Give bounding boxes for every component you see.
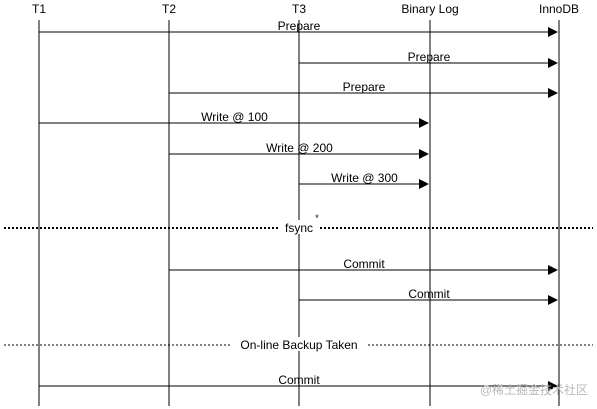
fsync-label: fsync (285, 221, 313, 235)
backup-label: On-line Backup Taken (240, 338, 357, 352)
separator-label-background (279, 220, 319, 234)
message-label: Commit (408, 287, 450, 301)
watermark: @稀土掘金技术社区 (480, 382, 588, 397)
arrow-head-icon (548, 27, 558, 37)
arrow-head-icon (548, 88, 558, 98)
message-label: Write @ 100 (201, 110, 268, 124)
message-label: Write @ 200 (266, 141, 333, 155)
participant-label-t3: T3 (292, 2, 306, 16)
message-label: Prepare (278, 19, 321, 33)
participant-label-t1: T1 (32, 2, 46, 16)
participant-label-innodb: InnoDB (539, 2, 579, 16)
arrow-head-icon (419, 149, 429, 159)
arrow-head-icon (419, 118, 429, 128)
message-label: Prepare (343, 80, 386, 94)
participant-label-binlog: Binary Log (401, 2, 458, 16)
arrow-head-icon (548, 295, 558, 305)
message-label: Commit (343, 257, 385, 271)
fsync-superscript: * (315, 213, 319, 223)
arrow-head-icon (548, 265, 558, 275)
arrow-head-icon (548, 58, 558, 68)
arrow-head-icon (419, 179, 429, 189)
participant-label-t2: T2 (162, 2, 176, 16)
separator-label-background (230, 337, 368, 351)
message-label: Prepare (408, 50, 451, 64)
arrow-head-icon (548, 381, 558, 391)
message-label: Write @ 300 (331, 171, 398, 185)
message-label: Commit (278, 373, 320, 387)
